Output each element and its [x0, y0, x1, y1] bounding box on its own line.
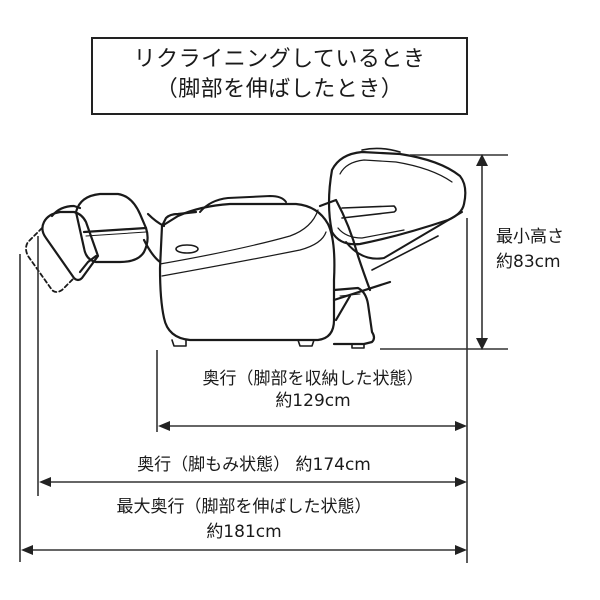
- arrow-left-icon: [21, 545, 33, 555]
- backrest-support: [318, 198, 372, 292]
- arrow-left-icon: [158, 421, 170, 431]
- leg-rest: [74, 192, 149, 264]
- depth-max-label: 最大奥行（脚部を伸ばした状態）: [116, 497, 372, 517]
- depth-leg-massage-label-group: 奥行（脚もみ状態） 約174cm: [40, 454, 468, 476]
- title-line-1: リクライニングしているとき: [133, 47, 426, 72]
- arrowheads: [21, 154, 488, 555]
- depth-leg-massage-value: 約174cm: [295, 455, 371, 475]
- footrest-front: [41, 210, 100, 282]
- arrow-right-icon: [455, 421, 467, 431]
- depth-leg-massage-label: 奥行（脚もみ状態）: [137, 455, 291, 475]
- footrest-dashed-outline: [25, 227, 75, 293]
- headrest-slot: [341, 205, 397, 219]
- rear-base: [332, 286, 376, 346]
- arrow-right-icon: [455, 545, 467, 555]
- seat-control-oval: [175, 244, 199, 254]
- title-box: リクライニングしているとき （脚部を伸ばしたとき）: [91, 37, 468, 115]
- dimension-lines: [19, 154, 508, 563]
- arrow-up-icon: [476, 154, 488, 166]
- depth-max-value: 約181cm: [206, 522, 282, 542]
- depth-stowed-label-group: 奥行（脚部を収納した状態） 約129cm: [158, 368, 468, 412]
- min-height-label-group: 最小高さ 約83cm: [496, 225, 564, 275]
- min-height-value: 約83cm: [496, 252, 561, 272]
- massage-chair-illustration: [25, 147, 467, 349]
- depth-max-label-group: 最大奥行（脚部を伸ばした状態） 約181cm: [20, 495, 468, 545]
- arrow-left-icon: [39, 477, 51, 487]
- arrow-right-icon: [455, 477, 467, 487]
- depth-stowed-label: 奥行（脚部を収納した状態）: [202, 369, 424, 389]
- armrest-top: [199, 195, 287, 213]
- arrow-down-icon: [476, 338, 488, 350]
- min-height-label: 最小高さ: [496, 227, 564, 247]
- depth-stowed-value: 約129cm: [275, 391, 351, 411]
- title-line-2: （脚部を伸ばしたとき）: [155, 77, 404, 102]
